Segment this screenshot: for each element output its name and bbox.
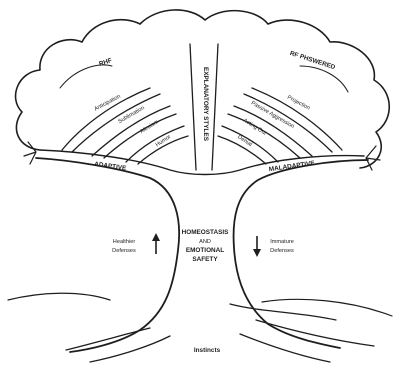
right-side-label-bottom: Defenses: [270, 248, 294, 254]
center-stem-right: [212, 44, 218, 170]
trunk-right-edge: [234, 160, 368, 348]
up-arrow-icon: [152, 233, 160, 254]
left-limb-1: [62, 88, 150, 150]
trunk-vertical-label: EXPLANATORY STYLES: [202, 67, 209, 142]
trunk-center-line-2: AND: [199, 239, 211, 245]
roots-label: Instincts: [194, 347, 221, 354]
down-arrow-icon: [253, 236, 261, 257]
ground-line-right: [262, 299, 392, 316]
center-stem-left: [190, 44, 196, 170]
root-left: [66, 328, 150, 350]
ground-line-left: [8, 293, 110, 300]
trunk-center-line-3: EMOTIONAL: [186, 247, 224, 254]
right-crown-label: RF PHSWERED: [289, 50, 336, 71]
right-side-label-top: Immature: [270, 239, 294, 245]
left-branch-3-label: Altruism: [139, 119, 160, 135]
trunk-center-line-4: SAFETY: [192, 256, 218, 263]
trunk-center-line-1: HOMEOSTASIS: [182, 229, 229, 236]
left-side-label-top: Healthier: [113, 239, 136, 245]
crown-inner-right: [300, 66, 348, 92]
trunk-top-contour: [40, 150, 364, 175]
left-fork-label: ADAPTIVE: [94, 161, 128, 173]
trunk-left-edge: [36, 158, 179, 352]
root-right-spur: [230, 304, 336, 320]
crown-inner-left: [60, 65, 112, 88]
right-limb-1: [252, 88, 342, 150]
right-branch-1-label: Projection: [286, 95, 311, 112]
left-limb-1b: [72, 94, 160, 152]
root-bottom-left: [90, 336, 170, 362]
root-bottom-right: [240, 334, 330, 362]
left-crown-label: RHF: [98, 57, 113, 68]
left-side-label-bottom: Defenses: [112, 248, 136, 254]
